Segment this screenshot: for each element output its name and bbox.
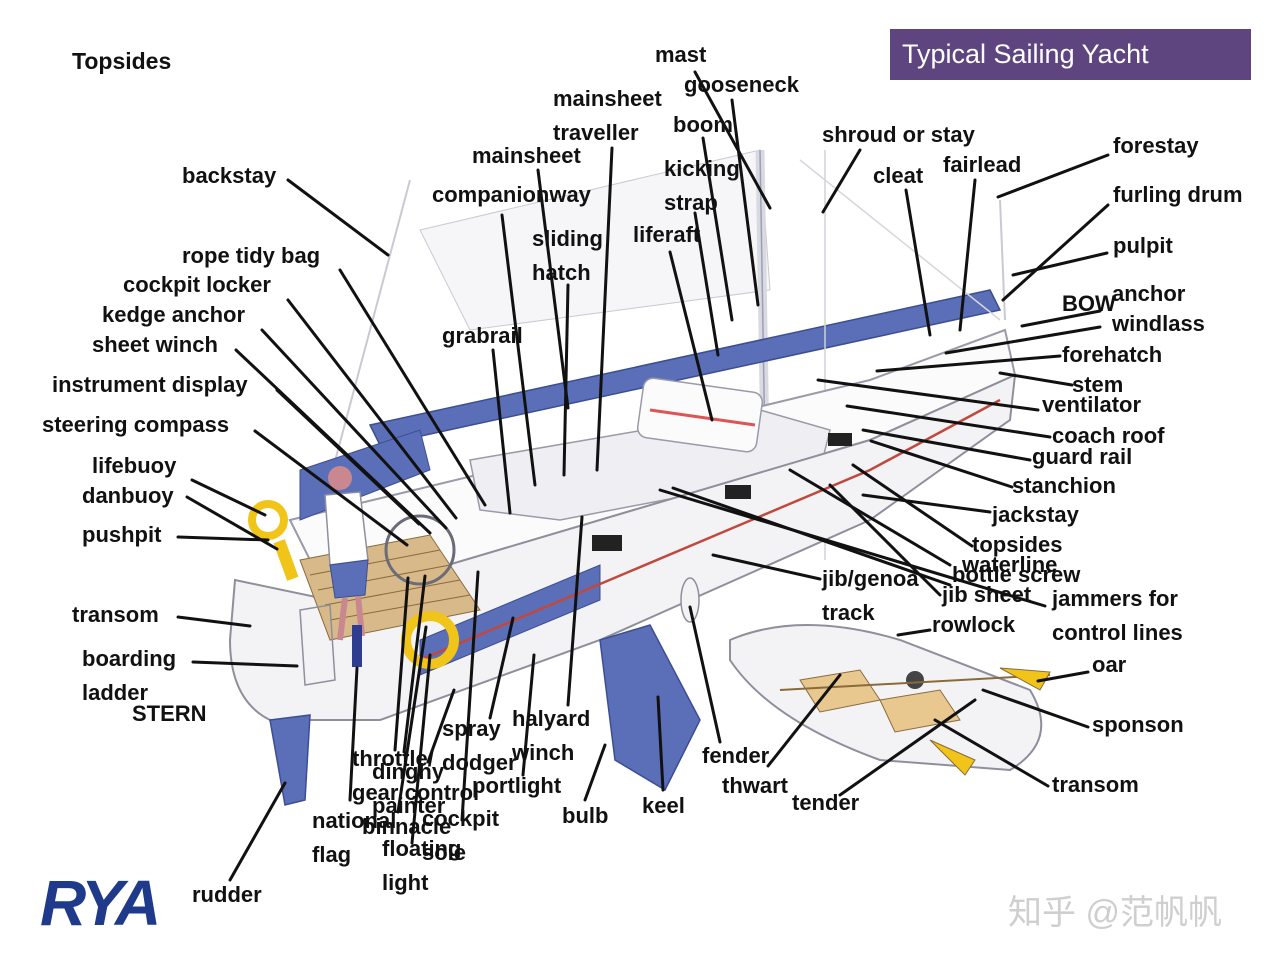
label-kicking-strap: kicking strap	[664, 156, 740, 215]
label-furling-drum: furling drum	[1113, 182, 1243, 207]
label-sheet-winch: sheet winch	[92, 332, 218, 357]
label-waterline: waterline	[962, 552, 1058, 577]
label-mast: mast	[655, 42, 707, 67]
label-spray-dodger: spray dodger	[442, 716, 517, 775]
label-sponson: sponson	[1092, 712, 1184, 737]
label-kedge-anchor: kedge anchor	[102, 302, 246, 327]
label-steering-compass: steering compass	[42, 412, 230, 437]
steering-wheel	[384, 514, 456, 586]
label-bow: BOW	[1062, 291, 1116, 316]
label-boarding-ladder: boarding ladder	[82, 646, 177, 705]
label-mainsheet-traveller: mainsheet traveller	[553, 86, 662, 145]
label-danbuoy: danbuoy	[82, 483, 174, 508]
label-cockpit-locker: cockpit locker	[123, 272, 271, 297]
label-oar: oar	[1092, 652, 1127, 677]
label-jackstay: jackstay	[992, 502, 1079, 527]
label-transom-dinghy: transom	[1052, 772, 1139, 797]
label-cockpit-sole: cockpit sole	[422, 806, 500, 865]
label-stem: stem	[1072, 372, 1124, 397]
section-heading: Topsides	[72, 48, 172, 74]
label-portlight: portlight	[472, 773, 562, 798]
label-topsides: topsides	[972, 532, 1063, 557]
label-fender: fender	[702, 743, 770, 768]
portlight-3	[828, 433, 852, 446]
label-dinghy-painter: dinghy painter	[372, 759, 446, 818]
label-jib-sheet: jib sheet	[942, 582, 1032, 607]
yacht-illustration	[228, 149, 1051, 806]
outboard-motor	[906, 671, 924, 689]
label-keel: keel	[642, 793, 685, 818]
keel-shape	[599, 624, 701, 792]
portlight-1	[592, 535, 622, 551]
label-halyard-winch: halyard winch	[512, 706, 591, 765]
label-sliding-hatch: sliding hatch	[532, 226, 603, 285]
label-backstay: backstay	[182, 163, 277, 188]
label-throttle-gear-control: throttle/ gear control	[352, 746, 480, 805]
label-tender: tender	[792, 790, 860, 815]
label-rope-tidy-bag: rope tidy bag	[182, 243, 321, 268]
label-cleat: cleat	[873, 163, 924, 188]
label-stern: STERN	[132, 701, 207, 726]
tender-shape	[729, 624, 1043, 772]
watermark: 知乎 @范帆帆	[1008, 894, 1222, 932]
diagram-title: Typical Sailing Yacht	[890, 29, 1251, 80]
label-thwart: thwart	[722, 773, 788, 798]
label-boom: boom	[673, 112, 733, 137]
label-fairlead: fairlead	[943, 152, 1022, 177]
label-floating-light: floating light	[382, 836, 462, 895]
label-coach-roof: coach roof	[1052, 423, 1165, 448]
label-pulpit: pulpit	[1113, 233, 1173, 258]
label-guard-rail: guard rail	[1032, 444, 1133, 469]
label-anchor-windlass: anchor windlass	[1112, 281, 1205, 336]
label-forestay: forestay	[1113, 133, 1199, 158]
label-grabrail: grabrail	[442, 323, 523, 348]
label-bulb: bulb	[562, 803, 609, 828]
label-lifebuoy: lifebuoy	[92, 453, 177, 478]
label-transom: transom	[72, 602, 159, 627]
label-shroud-or-stay: shroud or stay	[822, 122, 975, 147]
label-stanchion: stanchion	[1012, 473, 1116, 498]
label-jib-genoa-track: jib/genoa track	[822, 566, 919, 625]
label-gooseneck: gooseneck	[684, 72, 799, 97]
national-flag-shape	[352, 625, 362, 667]
rya-logo: RYA	[40, 867, 161, 939]
label-forehatch: forehatch	[1062, 342, 1163, 367]
label-binnacle: binnacle	[362, 814, 452, 839]
portlight-2	[725, 485, 751, 499]
label-national-flag: national flag	[312, 808, 397, 867]
label-ventilator: ventilator	[1042, 392, 1142, 417]
label-instrument-display: instrument display	[52, 372, 248, 397]
label-mainsheet: mainsheet	[472, 143, 581, 168]
label-pushpit: pushpit	[82, 522, 162, 547]
boom-sail-cover	[368, 289, 1002, 446]
leader-lines	[176, 70, 1110, 882]
fender-shape	[680, 577, 700, 623]
helmsman-head	[328, 466, 352, 490]
label-rudder: rudder	[192, 882, 262, 907]
danbuoy-shape	[273, 539, 299, 581]
label-liferaft: liferaft	[633, 222, 701, 247]
lifebuoy-shape	[248, 500, 288, 540]
label-rowlock: rowlock	[932, 612, 1016, 637]
rudder-shape	[269, 714, 311, 806]
label-bottle-screw: bottle screw	[952, 562, 1081, 587]
label-companionway: companionway	[432, 182, 591, 207]
label-jammers: jammers for control lines	[1052, 586, 1183, 645]
